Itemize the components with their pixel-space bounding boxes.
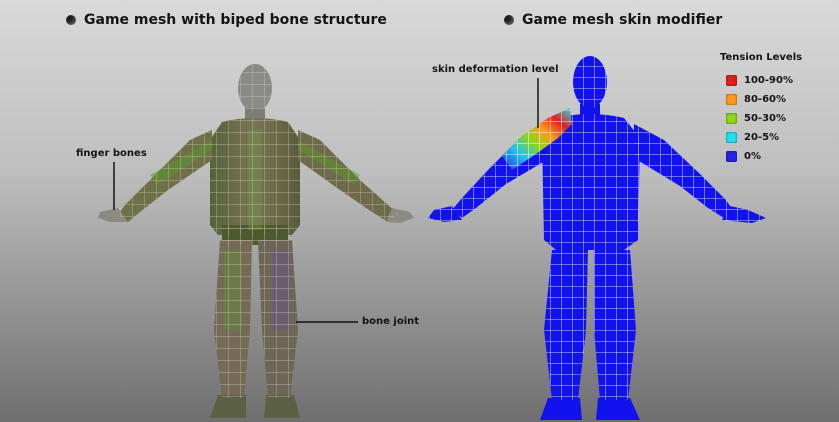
bullet-icon (66, 15, 76, 25)
legend-swatch (726, 75, 737, 86)
legend-label: 0% (744, 151, 761, 162)
left-figure-mesh (98, 64, 414, 418)
legend-item: 50-30% (726, 109, 835, 128)
legend-swatch (726, 113, 737, 124)
bullet-icon (504, 15, 514, 25)
left-heading: Game mesh with biped bone structure (66, 12, 387, 28)
legend-swatch (726, 132, 737, 143)
legend-label: 80-60% (744, 94, 786, 105)
legend-label: 100-90% (744, 75, 793, 86)
right-heading-text: Game mesh skin modifier (522, 12, 722, 28)
bone-joint-label: bone joint (362, 316, 419, 327)
left-heading-text: Game mesh with biped bone structure (84, 12, 387, 28)
right-figure-mesh (428, 56, 766, 420)
tension-legend: Tension Levels 100-90% 80-60% 50-30% 20-5% 0… (720, 52, 835, 166)
finger-bones-label: finger bones (76, 148, 147, 159)
legend-title: Tension Levels (720, 52, 835, 63)
skin-deformation-label: skin deformation level (432, 64, 559, 75)
legend-swatch (726, 151, 737, 162)
legend-swatch (726, 94, 737, 105)
legend-item: 0% (726, 147, 835, 166)
legend-label: 20-5% (744, 132, 779, 143)
legend-item: 20-5% (726, 128, 835, 147)
legend-item: 100-90% (726, 71, 835, 90)
right-heading: Game mesh skin modifier (504, 12, 722, 28)
legend-item: 80-60% (726, 90, 835, 109)
legend-label: 50-30% (744, 113, 786, 124)
